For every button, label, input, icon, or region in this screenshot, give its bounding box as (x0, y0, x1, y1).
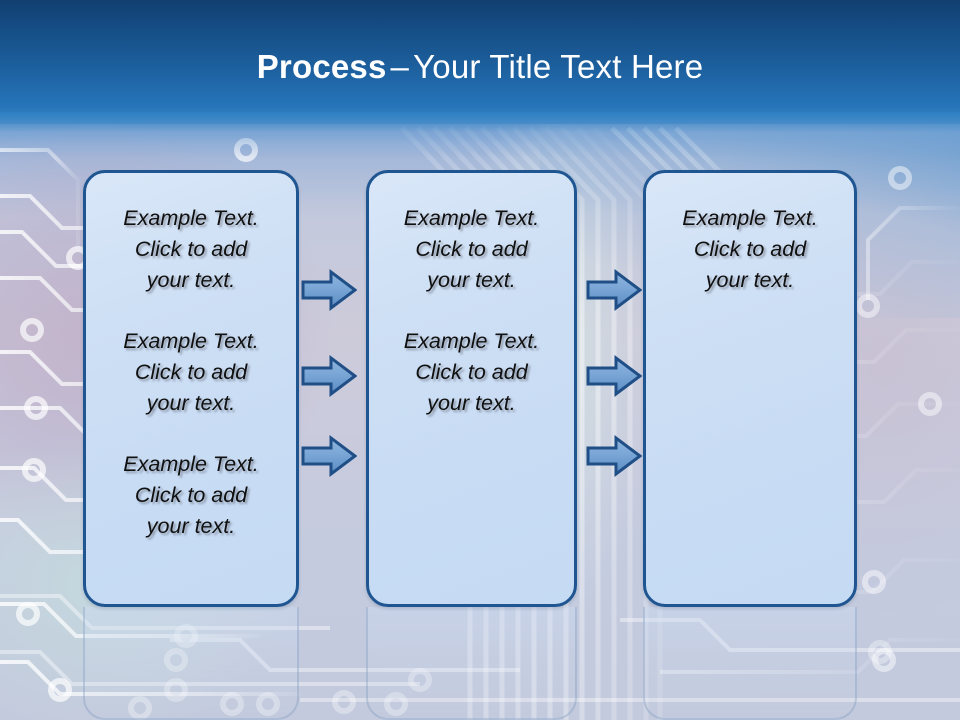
process-box-2[interactable]: Example Text. Click to add your text. Ex… (366, 170, 577, 607)
page-title: Process–Your Title Text Here (0, 47, 960, 87)
right-arrow-icon[interactable] (301, 435, 357, 477)
process-box-3-text-1[interactable]: Example Text. Click to add your text. (682, 206, 818, 292)
process-box-1[interactable]: Example Text. Click to add your text. Ex… (83, 170, 299, 607)
page-title-rest: Your Title Text Here (413, 48, 704, 85)
page-title-bold: Process (256, 48, 387, 85)
title-banner (0, 0, 960, 124)
title-banner-fade (0, 112, 960, 158)
process-box-1-text-2[interactable]: Example Text. Click to add your text. (123, 329, 259, 415)
process-box-1-text-1[interactable]: Example Text. Click to add your text. (123, 206, 259, 292)
process-box-1-text-3[interactable]: Example Text. Click to add your text. (123, 452, 259, 538)
right-arrow-icon[interactable] (301, 269, 357, 311)
right-arrow-icon[interactable] (586, 435, 642, 477)
right-arrow-icon[interactable] (586, 355, 642, 397)
page-title-dash: – (390, 48, 410, 85)
process-box-2-text-1[interactable]: Example Text. Click to add your text. (403, 206, 540, 292)
process-box-3[interactable]: Example Text. Click to add your text. (643, 170, 857, 607)
right-arrow-icon[interactable] (586, 269, 642, 311)
process-box-2-text-2[interactable]: Example Text. Click to add your text. (403, 329, 540, 415)
right-arrow-icon[interactable] (301, 355, 357, 397)
